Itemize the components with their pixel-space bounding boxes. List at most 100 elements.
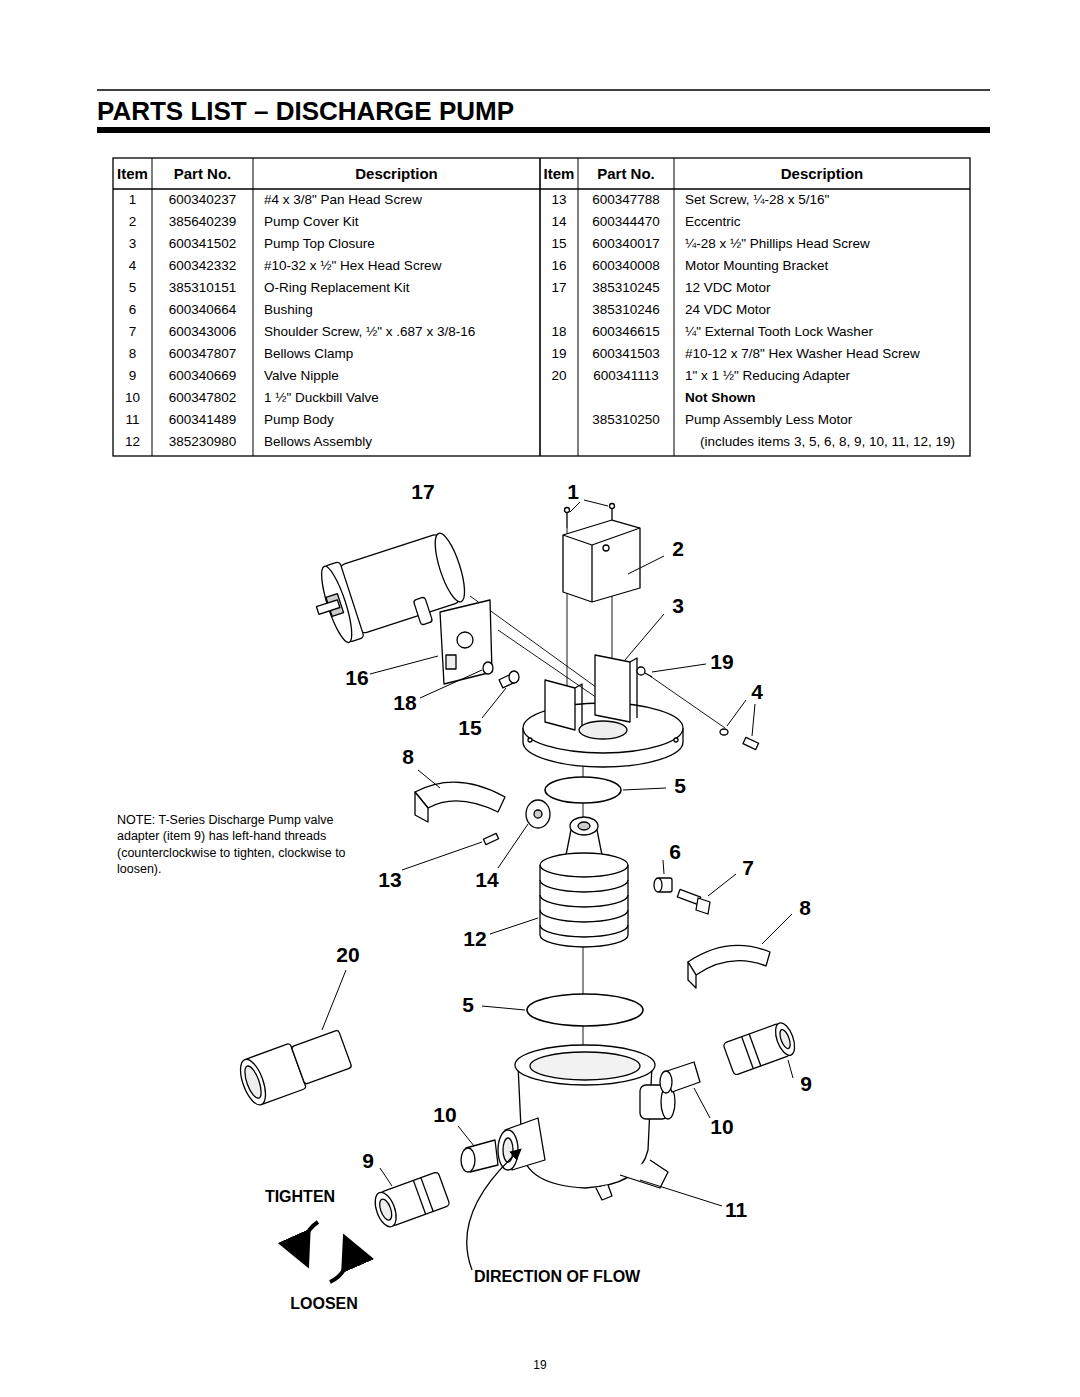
callout-number: 8 bbox=[402, 745, 414, 769]
reducing-adapter bbox=[235, 1026, 353, 1108]
table-cell: ¼" External Tooth Lock Washer bbox=[685, 324, 873, 340]
table-cell: Pump Body bbox=[264, 412, 334, 428]
table-cell: Pump Cover Kit bbox=[264, 214, 359, 230]
table-cell: 600340017 bbox=[592, 236, 660, 252]
flow-arrow bbox=[467, 1150, 520, 1270]
callout-number: 1 bbox=[567, 480, 579, 504]
callout-number: 10 bbox=[433, 1103, 456, 1127]
rotation-arrows bbox=[303, 1222, 348, 1282]
callout-number: 16 bbox=[345, 666, 368, 690]
table-cell: 600347807 bbox=[169, 346, 237, 362]
table-cell: 600344470 bbox=[592, 214, 660, 230]
flow-label: DIRECTION OF FLOW bbox=[474, 1268, 640, 1286]
callout-number: 13 bbox=[378, 868, 401, 892]
table-cell: 600340008 bbox=[592, 258, 660, 274]
callout-number: 12 bbox=[463, 927, 486, 951]
table-cell: 10 bbox=[125, 390, 140, 406]
table-cell: 600341503 bbox=[592, 346, 660, 362]
rotation-label: TIGHTEN bbox=[265, 1188, 335, 1206]
table-cell: 17 bbox=[551, 280, 566, 296]
table-cell: 3 bbox=[129, 236, 137, 252]
leader-lines bbox=[322, 500, 793, 1206]
callout-number: 15 bbox=[458, 716, 481, 740]
callout-number: 5 bbox=[674, 774, 686, 798]
exploded-view bbox=[235, 500, 798, 1282]
table-cell: 600347788 bbox=[592, 192, 660, 208]
table-cell: 600340669 bbox=[169, 368, 237, 384]
table-cell: 15 bbox=[551, 236, 566, 252]
table-cell: 600346615 bbox=[592, 324, 660, 340]
table-cell: 385310250 bbox=[592, 412, 660, 428]
callout-number: 8 bbox=[799, 896, 811, 920]
table-cell: #4 x 3/8" Pan Head Screw bbox=[264, 192, 422, 208]
rotation-label: LOOSEN bbox=[290, 1295, 358, 1313]
table-cell: 20 bbox=[551, 368, 566, 384]
table-cell: 6 bbox=[129, 302, 137, 318]
table-grid bbox=[113, 158, 970, 456]
table-cell: Eccentric bbox=[685, 214, 741, 230]
table-cell: 4 bbox=[129, 258, 137, 274]
table-cell: 600341113 bbox=[593, 368, 659, 384]
callout-number: 2 bbox=[672, 537, 684, 561]
motor-bracket bbox=[440, 600, 492, 684]
table-cell: Shoulder Screw, ½" x .687 x 3/8-16 bbox=[264, 324, 475, 340]
table-cell: (includes items 3, 5, 6, 8, 9, 10, 11, 1… bbox=[700, 434, 955, 450]
table-cell: Bellows Assembly bbox=[264, 434, 372, 450]
table-cell: ¼-28 x ½" Phillips Head Screw bbox=[685, 236, 870, 252]
table-cell: #10-32 x ½" Hex Head Screw bbox=[264, 258, 441, 274]
callout-number: 18 bbox=[393, 691, 416, 715]
table-cell: 7 bbox=[129, 324, 137, 340]
callout-number: 9 bbox=[800, 1072, 812, 1096]
pump-body bbox=[498, 1045, 675, 1200]
table-cell: Pump Assembly Less Motor bbox=[685, 412, 852, 428]
callout-number: 4 bbox=[751, 680, 763, 704]
table-cell: 600341502 bbox=[169, 236, 237, 252]
bellows bbox=[540, 817, 628, 947]
table-cell: 16 bbox=[551, 258, 566, 274]
callout-number: 10 bbox=[710, 1115, 733, 1139]
table-cell: Set Screw, ¼-28 x 5/16" bbox=[685, 192, 829, 208]
table-cell: 600341489 bbox=[169, 412, 237, 428]
table-cell: O-Ring Replacement Kit bbox=[264, 280, 410, 296]
pump-top bbox=[523, 655, 683, 767]
page-number: 19 bbox=[533, 1359, 546, 1373]
table-cell: 13 bbox=[551, 192, 566, 208]
callout-number: 14 bbox=[475, 868, 498, 892]
table-cell: Pump Top Closure bbox=[264, 236, 375, 252]
table-header: Description bbox=[781, 165, 864, 182]
table-cell: 600342332 bbox=[169, 258, 237, 274]
callout-number: 11 bbox=[725, 1198, 747, 1222]
table-cell: 19 bbox=[551, 346, 566, 362]
callout-number: 3 bbox=[672, 594, 684, 618]
table-header: Item bbox=[117, 165, 148, 182]
table-cell: Motor Mounting Bracket bbox=[685, 258, 828, 274]
table-cell: Valve Nipple bbox=[264, 368, 339, 384]
table-cell: 1 bbox=[129, 192, 137, 208]
table-cell: 2 bbox=[129, 214, 137, 230]
callout-number: 5 bbox=[462, 993, 474, 1017]
table-cell: 385310245 bbox=[592, 280, 660, 296]
table-cell: Not Shown bbox=[685, 390, 756, 406]
table-cell: 385310246 bbox=[592, 302, 660, 318]
table-cell: 1" x 1 ½" Reducing Adapter bbox=[685, 368, 850, 384]
callout-number: 20 bbox=[336, 943, 359, 967]
table-cell: Bushing bbox=[264, 302, 313, 318]
table-cell: 8 bbox=[129, 346, 137, 362]
table-cell: 12 bbox=[125, 434, 140, 450]
table-cell: 385230980 bbox=[169, 434, 237, 450]
pump-cover bbox=[563, 520, 640, 602]
table-header: Part No. bbox=[597, 165, 655, 182]
table-cell: Bellows Clamp bbox=[264, 346, 353, 362]
callout-number: 9 bbox=[362, 1149, 374, 1173]
table-cell: 18 bbox=[551, 324, 566, 340]
table-header: Description bbox=[355, 165, 438, 182]
table-cell: 600347802 bbox=[169, 390, 237, 406]
table-cell: 1 ½" Duckbill Valve bbox=[264, 390, 379, 406]
page-title: PARTS LIST – DISCHARGE PUMP bbox=[97, 96, 514, 127]
table-cell: 600340237 bbox=[169, 192, 237, 208]
table-cell: 9 bbox=[129, 368, 137, 384]
callout-number: 19 bbox=[710, 650, 733, 674]
table-cell: 600340664 bbox=[169, 302, 237, 318]
bellows-clamp bbox=[415, 782, 505, 812]
